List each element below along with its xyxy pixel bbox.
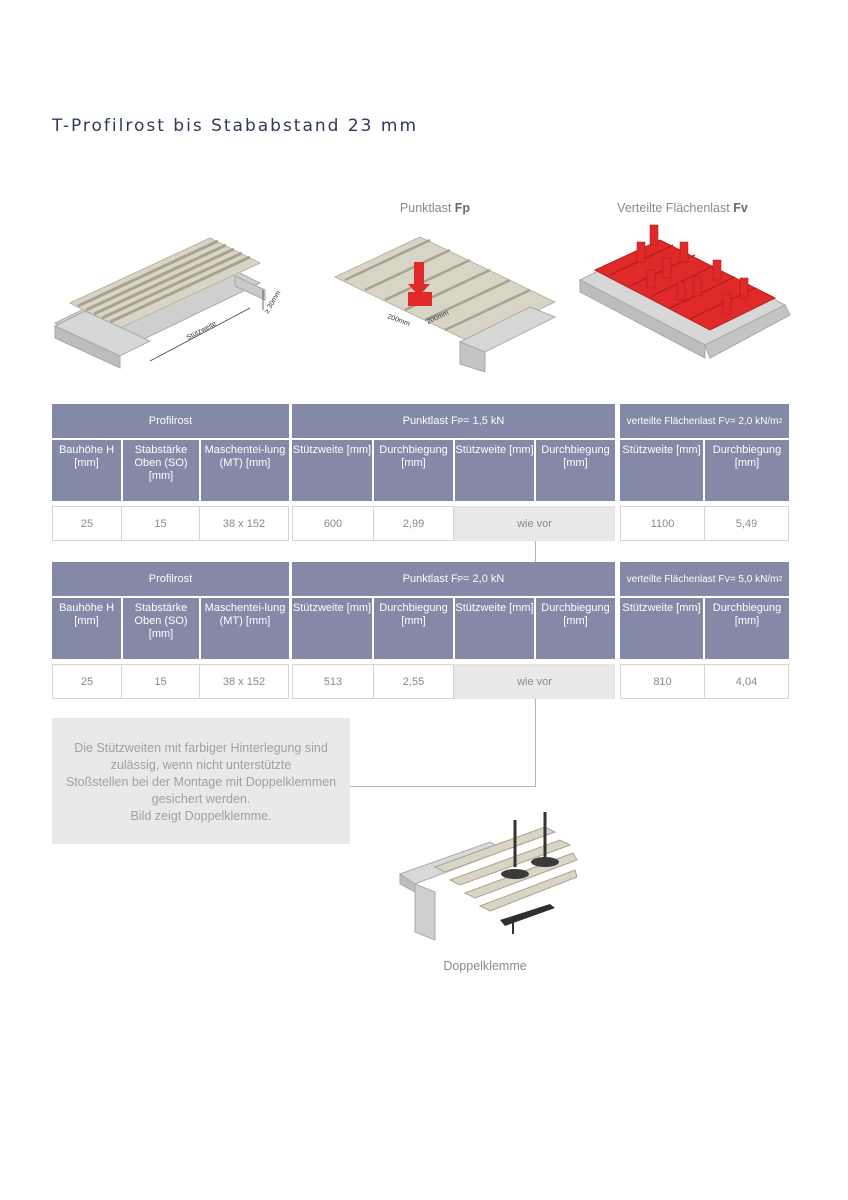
- note-box: Die Stützweiten mit farbiger Hinterlegun…: [52, 718, 350, 844]
- connector-line-2-vertical: [535, 699, 536, 787]
- profilrost-header-text: Profilrost: [148, 573, 193, 585]
- height-dim-label: ≥ 30mm: [264, 289, 283, 315]
- connector-line-2-horizontal: [350, 786, 536, 787]
- col-header-p2-durchbiegung: Durchbiegung [mm]: [536, 440, 615, 501]
- cell-f-durchbiegung: 4,04: [704, 664, 789, 699]
- profilrost-header-text: Profilrost: [148, 415, 193, 427]
- point-load-dim-a: 200mm: [386, 313, 410, 328]
- cell-f-stuetzweite: 810: [620, 664, 705, 699]
- col-header-p2-stuetzweite: Stützweite [mm]: [455, 440, 534, 501]
- punktlast-sub: P: [457, 416, 464, 426]
- note-line-5: Bild zeigt Doppelklemme.: [130, 809, 272, 823]
- grating-illustration: Stützweite ≥ 30mm: [53, 237, 283, 369]
- double-clamp-illustration: [398, 812, 578, 941]
- col-header-f-durchbiegung: Durchbiegung [mm]: [705, 440, 789, 501]
- col-header-p-durchbiegung: Durchbiegung [mm]: [374, 440, 453, 501]
- area-load-label: Verteilte Flächenlast Fv: [595, 201, 770, 215]
- note-line-3: Stoßstellen bei der Montage mit Doppelkl…: [65, 775, 337, 789]
- cell-p-stuetzweite: 513: [292, 664, 374, 699]
- point-load-label-bold: Fp: [454, 201, 471, 215]
- col-header-p2-durchbiegung: Durchbiegung [mm]: [536, 598, 615, 659]
- cell-maschenteilung: 38 x 152: [199, 506, 289, 541]
- col-header-p-stuetzweite: Stützweite [mm]: [292, 598, 372, 659]
- cell-bauhoehe: 25: [52, 506, 122, 541]
- col-header-f-stuetzweite: Stützweite [mm]: [620, 598, 703, 659]
- punktlast-sub: P: [457, 574, 464, 584]
- punktlast-suffix: = 1,5 kN: [463, 415, 505, 427]
- cell-p-durchbiegung: 2,55: [373, 664, 454, 699]
- cell-f-durchbiegung: 5,49: [704, 506, 789, 541]
- col-header-bauhoehe: Bauhöhe H [mm]: [52, 598, 121, 659]
- col-header-f-stuetzweite: Stützweite [mm]: [620, 440, 703, 501]
- cell-bauhoehe: 25: [52, 664, 122, 699]
- cell-p-stuetzweite: 600: [292, 506, 374, 541]
- page-title: T-Profilrost bis Stababstand 23 mm: [52, 116, 419, 136]
- point-load-label: Punktlast Fp: [360, 201, 510, 215]
- cell-wie-vor: wie vor: [454, 506, 615, 541]
- note-line-4: gesichert werden.: [151, 792, 251, 806]
- area-load-label-bold: Fv: [733, 201, 748, 215]
- flaechenlast-suffix: = 5,0 kN/m: [729, 573, 779, 585]
- col-header-maschenteilung: Maschentei-lung (MT) [mm]: [201, 598, 289, 659]
- flaechenlast-sub: V: [724, 416, 730, 426]
- point-load-label-text: Punktlast: [399, 201, 455, 215]
- punktlast-prefix: Punktlast F: [402, 415, 458, 427]
- note-line-1: Die Stützweiten mit farbiger Hinterlegun…: [74, 741, 328, 755]
- cell-wie-vor: wie vor: [454, 664, 615, 699]
- col-header-stabstaerke: Stabstärke Oben (SO) [mm]: [123, 440, 199, 501]
- col-header-stabstaerke: Stabstärke Oben (SO) [mm]: [123, 598, 199, 659]
- cell-stabstaerke: 15: [121, 506, 200, 541]
- connector-line-1: [535, 541, 536, 562]
- punktlast-suffix: = 2,0 kN: [463, 573, 505, 585]
- col-header-p-stuetzweite: Stützweite [mm]: [292, 440, 372, 501]
- note-line-2: zulässig, wenn nicht unterstützte: [110, 758, 292, 772]
- col-header-p2-stuetzweite: Stützweite [mm]: [455, 598, 534, 659]
- cell-stabstaerke: 15: [121, 664, 200, 699]
- flaechenlast-prefix: verteilte Flächenlast F: [626, 573, 725, 585]
- flaechenlast-sup: 2: [778, 575, 783, 583]
- area-load-illustration: [578, 224, 791, 359]
- stuetzweite-dim-label: Stützweite: [186, 320, 218, 341]
- cell-f-stuetzweite: 1100: [620, 506, 705, 541]
- profilrost-header: Profilrost: [52, 562, 289, 596]
- area-load-label-text: Verteilte Flächenlast: [617, 201, 734, 215]
- col-header-bauhoehe: Bauhöhe H [mm]: [52, 440, 121, 501]
- flaechenlast-sup: 2: [778, 417, 783, 425]
- point-load-illustration: 200mm 200mm: [333, 236, 557, 372]
- profilrost-header: Profilrost: [52, 404, 289, 438]
- flaechenlast-suffix: = 2,0 kN/m: [729, 415, 779, 427]
- cell-maschenteilung: 38 x 152: [199, 664, 289, 699]
- col-header-maschenteilung: Maschentei-lung (MT) [mm]: [201, 440, 289, 501]
- cell-p-durchbiegung: 2,99: [373, 506, 454, 541]
- col-header-p-durchbiegung: Durchbiegung [mm]: [374, 598, 453, 659]
- col-header-f-durchbiegung: Durchbiegung [mm]: [705, 598, 789, 659]
- punktlast-prefix: Punktlast F: [402, 573, 458, 585]
- clamp-caption: Doppelklemme: [443, 959, 527, 973]
- flaechenlast-prefix: verteilte Flächenlast F: [626, 415, 725, 427]
- flaechenlast-sub: V: [724, 574, 730, 584]
